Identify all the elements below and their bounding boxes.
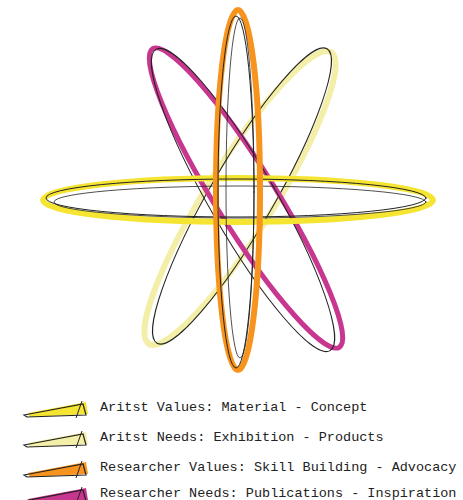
legend-label: Researcher Values: Skill Building - Advo… <box>100 460 456 476</box>
legend-label: Aritst Needs: Exhibition - Products <box>100 430 384 446</box>
legend-swatch <box>20 458 94 478</box>
legend-label: Researcher Needs: Publications - Inspira… <box>100 486 456 500</box>
atom-illustration <box>0 0 463 380</box>
orbit-ellipse <box>216 10 260 370</box>
legend-swatch <box>20 398 94 418</box>
orbit-sketch <box>226 18 254 358</box>
legend-label: Aritst Values: Material - Concept <box>100 400 367 416</box>
orbit-sketch <box>46 179 426 217</box>
orbit-sketch <box>54 186 426 218</box>
orbit-sketch <box>127 33 358 367</box>
orbit-sketch <box>218 16 254 368</box>
orbit-ellipse <box>43 178 433 222</box>
orbit-sketch <box>129 33 354 359</box>
legend-swatch <box>20 484 94 500</box>
legend-swatch <box>20 428 94 448</box>
orbit-ellipse <box>127 33 364 363</box>
